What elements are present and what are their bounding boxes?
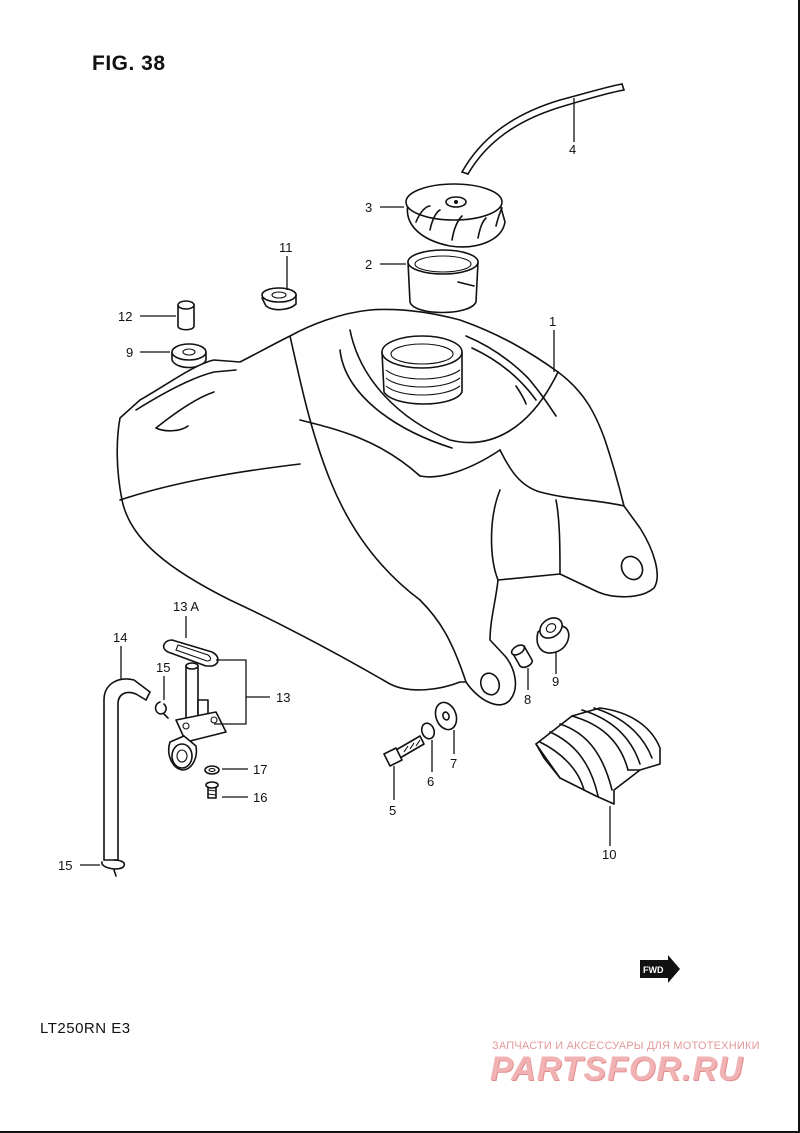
- part-2-filler-ring: [407, 249, 479, 314]
- part-10-heat-protector: [535, 707, 661, 805]
- part-13a-gasket: [162, 639, 219, 667]
- fwd-label: FWD: [643, 965, 664, 975]
- part-4-breather-hose: [461, 83, 625, 175]
- leader-lines: [80, 98, 611, 866]
- callout-16: 16: [253, 790, 267, 805]
- part-12-collar: [177, 300, 195, 331]
- callout-labels: 4 3 2 11 12 9 1 13 A 14 15 13 17 16 15 5…: [58, 142, 616, 873]
- callout-1: 1: [549, 314, 556, 329]
- part-14-fuel-hose: [103, 678, 151, 861]
- part-17-washer: [204, 765, 220, 775]
- callout-14: 14: [113, 630, 127, 645]
- callout-5: 5: [389, 803, 396, 818]
- callout-11: 11: [279, 240, 293, 255]
- callout-4: 4: [569, 142, 576, 157]
- callout-3: 3: [365, 200, 372, 215]
- part-9-cushion-right: [536, 617, 570, 654]
- watermark-logo: PARTSFOR.RU: [490, 1050, 744, 1088]
- callout-17: 17: [253, 762, 267, 777]
- callout-2: 2: [365, 257, 372, 272]
- callout-9-left: 9: [126, 345, 133, 360]
- callout-15-upper: 15: [156, 660, 170, 675]
- part-6-lock-washer: [420, 722, 436, 740]
- part-16-screw: [205, 781, 219, 799]
- callout-7: 7: [450, 756, 457, 771]
- part-15-clip-upper: [154, 701, 169, 719]
- callout-13a: 13 A: [173, 599, 199, 614]
- part-9-cushion-left: [171, 343, 207, 369]
- watermark-tagline: ЗАПЧАСТИ И АКСЕССУАРЫ ДЛЯ МОТОТЕХНИКИ: [492, 1040, 760, 1052]
- part-5-bolt: [383, 735, 425, 767]
- part-3-fuel-cap: [405, 183, 506, 248]
- callout-6: 6: [427, 774, 434, 789]
- part-13-fuel-cock: [167, 662, 227, 771]
- fwd-arrow-badge: FWD: [640, 955, 680, 983]
- callout-10: 10: [602, 847, 616, 862]
- callout-13: 13: [276, 690, 290, 705]
- callout-15-lower: 15: [58, 858, 72, 873]
- callout-8: 8: [524, 692, 531, 707]
- part-7-washer: [434, 701, 458, 731]
- part-15-clip-lower: [101, 859, 126, 877]
- callout-12: 12: [118, 309, 132, 324]
- part-1-fuel-tank: [116, 308, 658, 706]
- part-11-grommet: [261, 287, 297, 311]
- figure-title: FIG. 38: [92, 52, 166, 75]
- model-code: LT250RN E3: [40, 1020, 131, 1037]
- part-8-collar: [510, 644, 534, 669]
- callout-9-right: 9: [552, 674, 559, 689]
